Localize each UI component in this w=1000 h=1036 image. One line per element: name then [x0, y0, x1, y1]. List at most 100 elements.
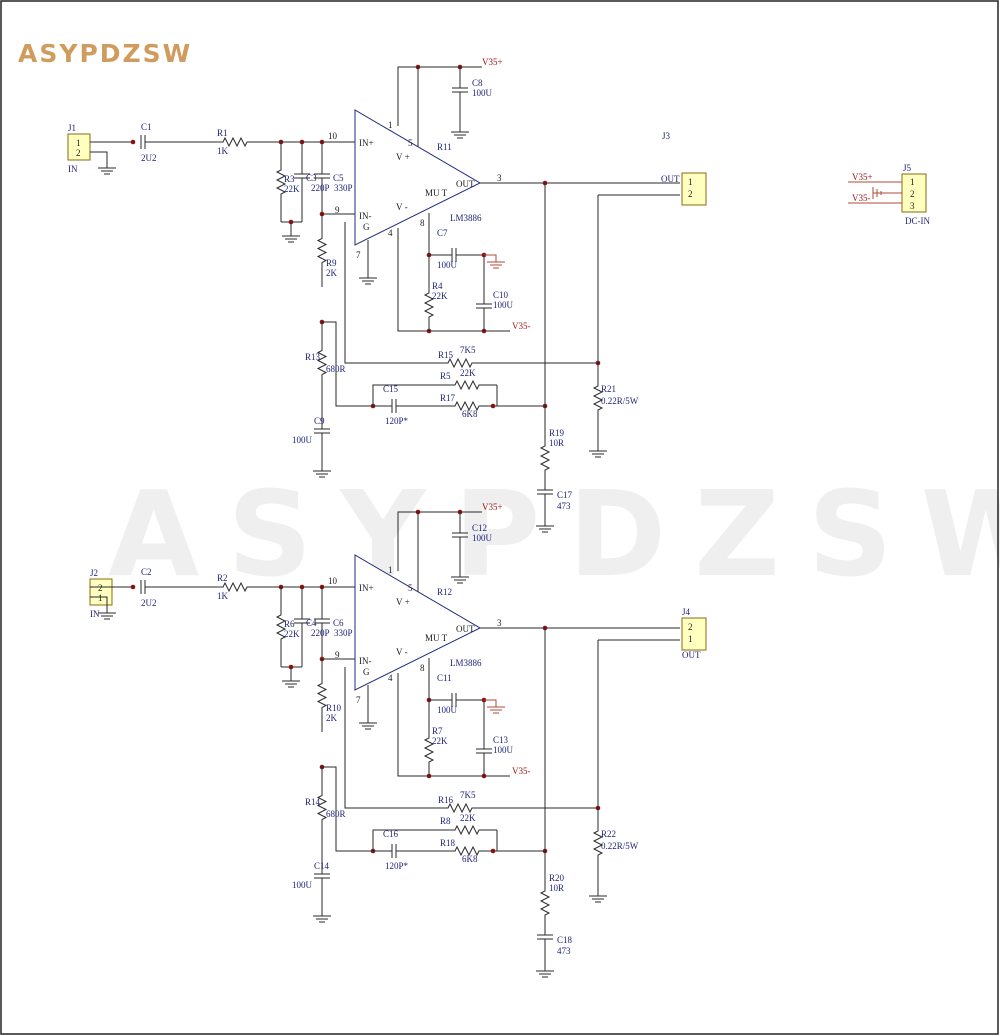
- c-zob-value: 473: [557, 501, 571, 511]
- r-long-ref: R16: [438, 795, 454, 805]
- r-out-value: 0.22R/5W: [601, 396, 639, 406]
- zobel-cap: [537, 934, 553, 940]
- mute-resistor: [423, 279, 435, 331]
- chip-name: LM3886: [450, 213, 482, 223]
- junction-dot: [490, 403, 496, 409]
- r-bias-ref: R6: [284, 619, 295, 629]
- r-out-ref: R22: [601, 829, 616, 839]
- watermark: ASYPDZSW: [108, 465, 1000, 603]
- c-in-value: 2U2: [141, 153, 157, 163]
- input-connector-name: IN: [90, 609, 100, 619]
- r-mid-ref: R5: [440, 371, 451, 381]
- pos-rail-wire: [397, 66, 482, 126]
- feedback-loop-wire: [322, 766, 373, 852]
- pin7-ground-symbol: [359, 272, 377, 285]
- decoupling-ground-symbol: [451, 126, 469, 139]
- input-connector-ref: J2: [90, 568, 98, 578]
- feedback-ground-symbol: [313, 465, 331, 478]
- chip-vplus-label: V +: [396, 152, 410, 162]
- junction-dot: [288, 219, 294, 225]
- r-gnd-value: 680R: [326, 809, 346, 819]
- rmid-left-wire: [372, 829, 437, 851]
- junction-dot: [130, 584, 136, 590]
- feedback-ground-symbol: [313, 910, 331, 923]
- input-connector-pin-a: 1: [76, 138, 81, 148]
- c-dec-ref: C8: [472, 78, 483, 88]
- pin-1: 1: [388, 120, 393, 130]
- c-mute-ref: C11: [437, 673, 452, 683]
- output-resistor: [592, 808, 604, 878]
- neg-rail-label: V35-: [512, 321, 531, 331]
- r-fb-ref: R9: [326, 258, 337, 268]
- r-mute-value: 22K: [432, 736, 448, 746]
- input-resistor: [210, 581, 260, 593]
- pos-rail-wire: [397, 511, 482, 571]
- c-fb-value: 100U: [292, 435, 313, 445]
- c-a-value: 220P: [311, 183, 330, 193]
- pin-9: 9: [335, 650, 340, 660]
- c-zob-ref: C18: [557, 935, 573, 945]
- feedback-resistor: [316, 214, 328, 287]
- r-comp-ref: R18: [440, 838, 456, 848]
- r-out-ref: R21: [601, 384, 616, 394]
- c-fb-ref: C14: [314, 861, 330, 871]
- junction-dot: [130, 139, 136, 145]
- input-connector-pin-b: 2: [76, 148, 81, 158]
- output-connector-pin-b: 1: [688, 634, 693, 644]
- chip-in-plus-label: IN+: [359, 138, 374, 148]
- r-zob-ref: R20: [549, 873, 565, 883]
- c-comp-ref: C16: [383, 829, 399, 839]
- pin-5: 5: [408, 138, 413, 148]
- j5-net-neg: V35-: [852, 193, 871, 203]
- input-connector-body: [67, 133, 91, 161]
- c-comp-ref: C15: [383, 384, 399, 394]
- j5-name: DC-IN: [905, 216, 930, 226]
- junction-dot: [490, 848, 496, 854]
- pos-rail-label: V35+: [482, 502, 503, 512]
- c-b-ref: C5: [333, 173, 344, 183]
- c-zob-ref: C17: [557, 490, 573, 500]
- r-top-ref: R12: [437, 587, 452, 597]
- c-mute-value: 100U: [437, 260, 458, 270]
- j5-pin-2: 2: [910, 189, 915, 199]
- mute-ground-symbol: [487, 706, 505, 714]
- c-neg-ref: C10: [493, 290, 509, 300]
- r-bias-value: 22K: [284, 629, 300, 639]
- r-fb-value: 2K: [326, 268, 338, 278]
- r-mute-ref: R7: [432, 726, 443, 736]
- mute-ground-wire: [484, 254, 497, 262]
- output-net-label: OUT: [661, 174, 680, 184]
- r-comp-value: 6K8: [462, 409, 478, 419]
- output-resistor: [592, 363, 604, 433]
- bias-resistor: [275, 587, 287, 667]
- r-comp-value: 6K8: [462, 854, 478, 864]
- neg-rail-label: V35-: [512, 766, 531, 776]
- zobel-ground-symbol: [536, 965, 554, 978]
- c-neg-value: 100U: [493, 300, 514, 310]
- output-ground-symbol: [589, 445, 607, 458]
- mute-ground-wire: [484, 699, 497, 707]
- r-in-ref: R1: [217, 128, 228, 138]
- mid-resistor: [437, 379, 497, 391]
- chip-in-minus-label: IN-: [359, 656, 372, 666]
- pin-1: 1: [388, 565, 393, 575]
- pin-4: 4: [388, 228, 393, 238]
- pos-rail-label: V35+: [482, 57, 503, 67]
- pin-3: 3: [497, 173, 502, 183]
- r-mute-ref: R4: [432, 281, 443, 291]
- r-fb-ref: R10: [326, 703, 342, 713]
- feedback-cap: [314, 873, 330, 879]
- output-connector-name: OUT: [682, 650, 701, 660]
- zobel-resistor: [539, 428, 551, 488]
- pin-4: 4: [388, 673, 393, 683]
- rmid-left-wire: [372, 384, 437, 406]
- output-connector-ref: J4: [682, 607, 691, 617]
- output-ground-symbol: [589, 890, 607, 903]
- c-dec-value: 100U: [472, 533, 493, 543]
- cmute-right-wire: [456, 699, 485, 749]
- input-resistor: [210, 136, 260, 148]
- input-ground-wire: [90, 596, 108, 607]
- input-ground-wire: [90, 151, 108, 162]
- compensation-resistor: [437, 400, 497, 412]
